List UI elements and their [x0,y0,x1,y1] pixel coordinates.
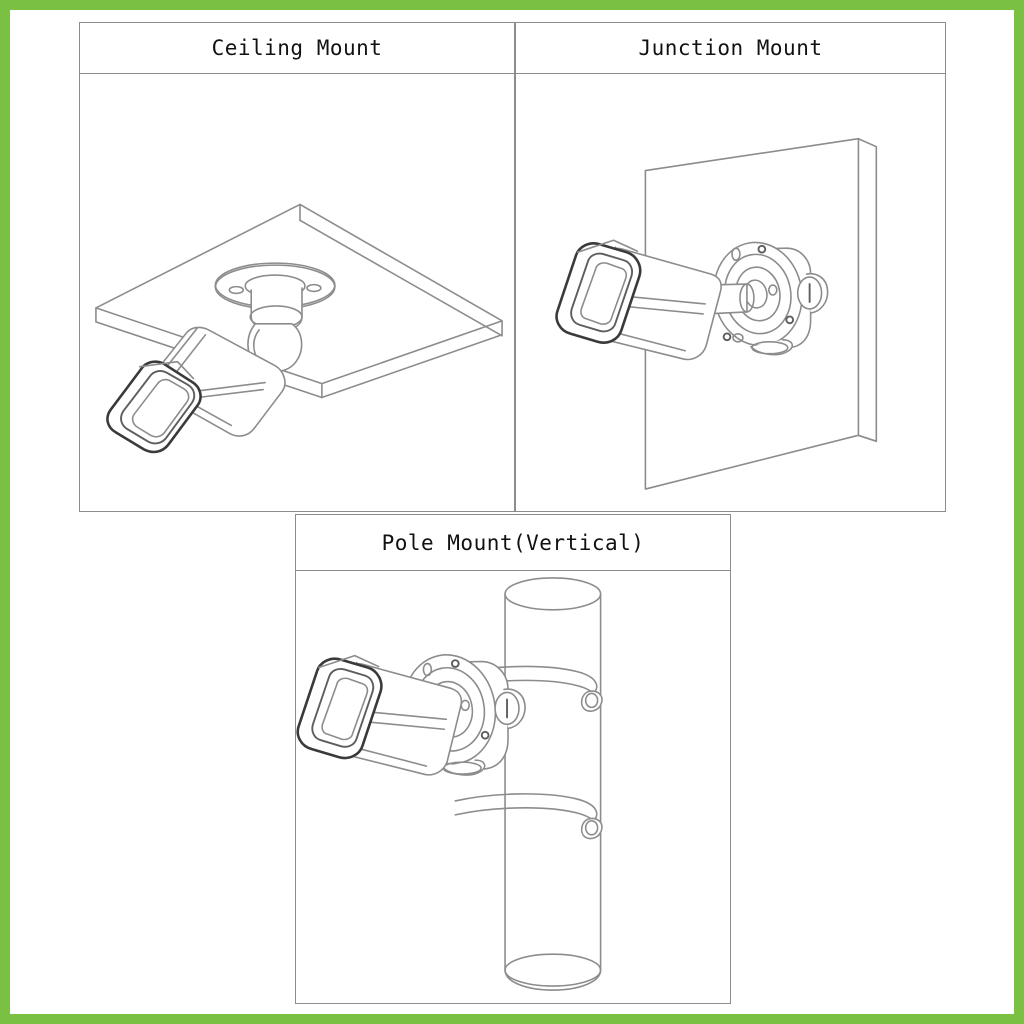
panel-ceiling-mount: Ceiling Mount [79,22,515,512]
panel-pole-mount-vertical-title: Pole Mount(Vertical) [296,515,730,571]
junction-mount-illustration [516,74,945,511]
ceiling-mount-illustration [80,74,514,511]
panel-ceiling-mount-title: Ceiling Mount [80,23,514,74]
panel-pole-mount-vertical: Pole Mount(Vertical) [295,514,731,1004]
pole-mount-illustration [296,571,730,1003]
panel-junction-mount-title: Junction Mount [516,23,945,74]
panel-junction-mount: Junction Mount [515,22,946,512]
